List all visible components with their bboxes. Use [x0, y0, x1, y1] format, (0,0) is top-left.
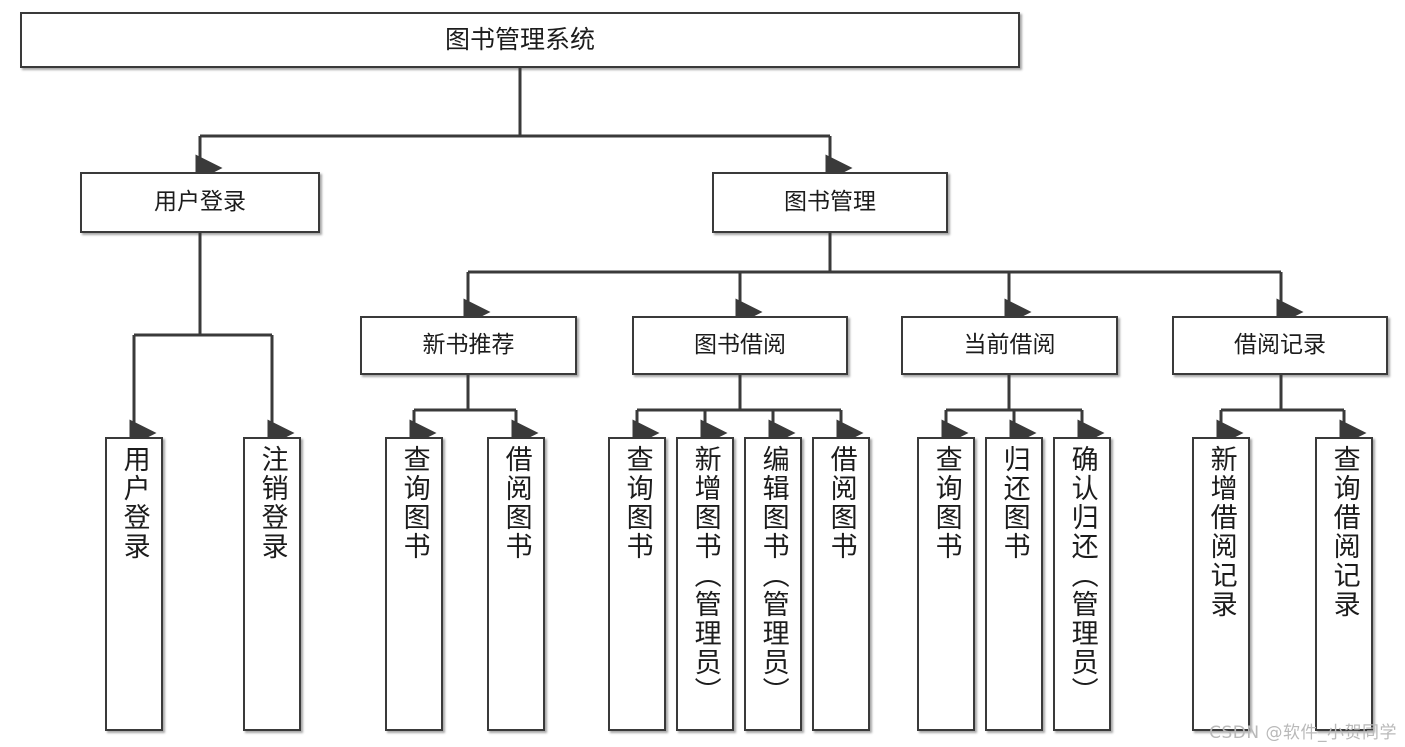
- node-label: 注销登录: [256, 445, 288, 561]
- leaf-return-book[interactable]: 归还图书: [985, 437, 1043, 731]
- node-label: 新书推荐: [422, 332, 515, 359]
- csdn-watermark: CSDN @软件_小贺同学: [1209, 723, 1397, 743]
- node-label: 新增图书（管理员）: [689, 445, 721, 706]
- leaf-borrow-book[interactable]: 借阅图书: [812, 437, 870, 731]
- leaf-query-book-new[interactable]: 查询图书: [385, 437, 443, 731]
- node-borrowing-record[interactable]: 借阅记录: [1172, 316, 1388, 375]
- node-label: 图书管理系统: [444, 24, 595, 54]
- leaf-add-book-admin[interactable]: 新增图书（管理员）: [676, 437, 734, 731]
- node-label: 用户登录: [118, 445, 150, 561]
- node-book-borrowing[interactable]: 图书借阅: [632, 316, 848, 375]
- node-user-login[interactable]: 用户登录: [80, 172, 320, 233]
- node-label: 用户登录: [154, 189, 246, 216]
- leaf-logout[interactable]: 注销登录: [243, 437, 301, 731]
- node-label: 新增借阅记录: [1205, 445, 1237, 619]
- node-book-management[interactable]: 图书管理: [712, 172, 948, 233]
- leaf-query-book-borrow[interactable]: 查询图书: [608, 437, 666, 731]
- leaf-edit-book-admin[interactable]: 编辑图书（管理员）: [744, 437, 802, 731]
- node-current-borrowing[interactable]: 当前借阅: [901, 316, 1118, 375]
- node-label: 查询图书: [930, 445, 962, 561]
- leaf-query-book-current[interactable]: 查询图书: [917, 437, 975, 731]
- node-root-book-management-system[interactable]: 图书管理系统: [20, 12, 1020, 68]
- node-label: 查询图书: [398, 445, 430, 561]
- leaf-add-borrowing-record[interactable]: 新增借阅记录: [1192, 437, 1250, 731]
- node-label: 编辑图书（管理员）: [757, 445, 789, 706]
- node-label: 查询图书: [621, 445, 653, 561]
- node-label: 确认归还（管理员）: [1066, 445, 1098, 706]
- node-label: 借阅图书: [825, 445, 857, 561]
- leaf-confirm-return-admin[interactable]: 确认归还（管理员）: [1053, 437, 1111, 731]
- node-label: 借阅图书: [500, 445, 532, 561]
- node-label: 查询借阅记录: [1328, 445, 1360, 619]
- leaf-borrow-book-new[interactable]: 借阅图书: [487, 437, 545, 731]
- leaf-query-borrowing-record[interactable]: 查询借阅记录: [1315, 437, 1373, 731]
- node-label: 归还图书: [998, 445, 1030, 561]
- node-label: 借阅记录: [1234, 332, 1326, 359]
- leaf-user-login[interactable]: 用户登录: [105, 437, 163, 731]
- node-label: 图书借阅: [694, 332, 786, 359]
- node-new-book-recommendation[interactable]: 新书推荐: [360, 316, 577, 375]
- node-label: 图书管理: [784, 189, 876, 216]
- node-label: 当前借阅: [963, 332, 1056, 359]
